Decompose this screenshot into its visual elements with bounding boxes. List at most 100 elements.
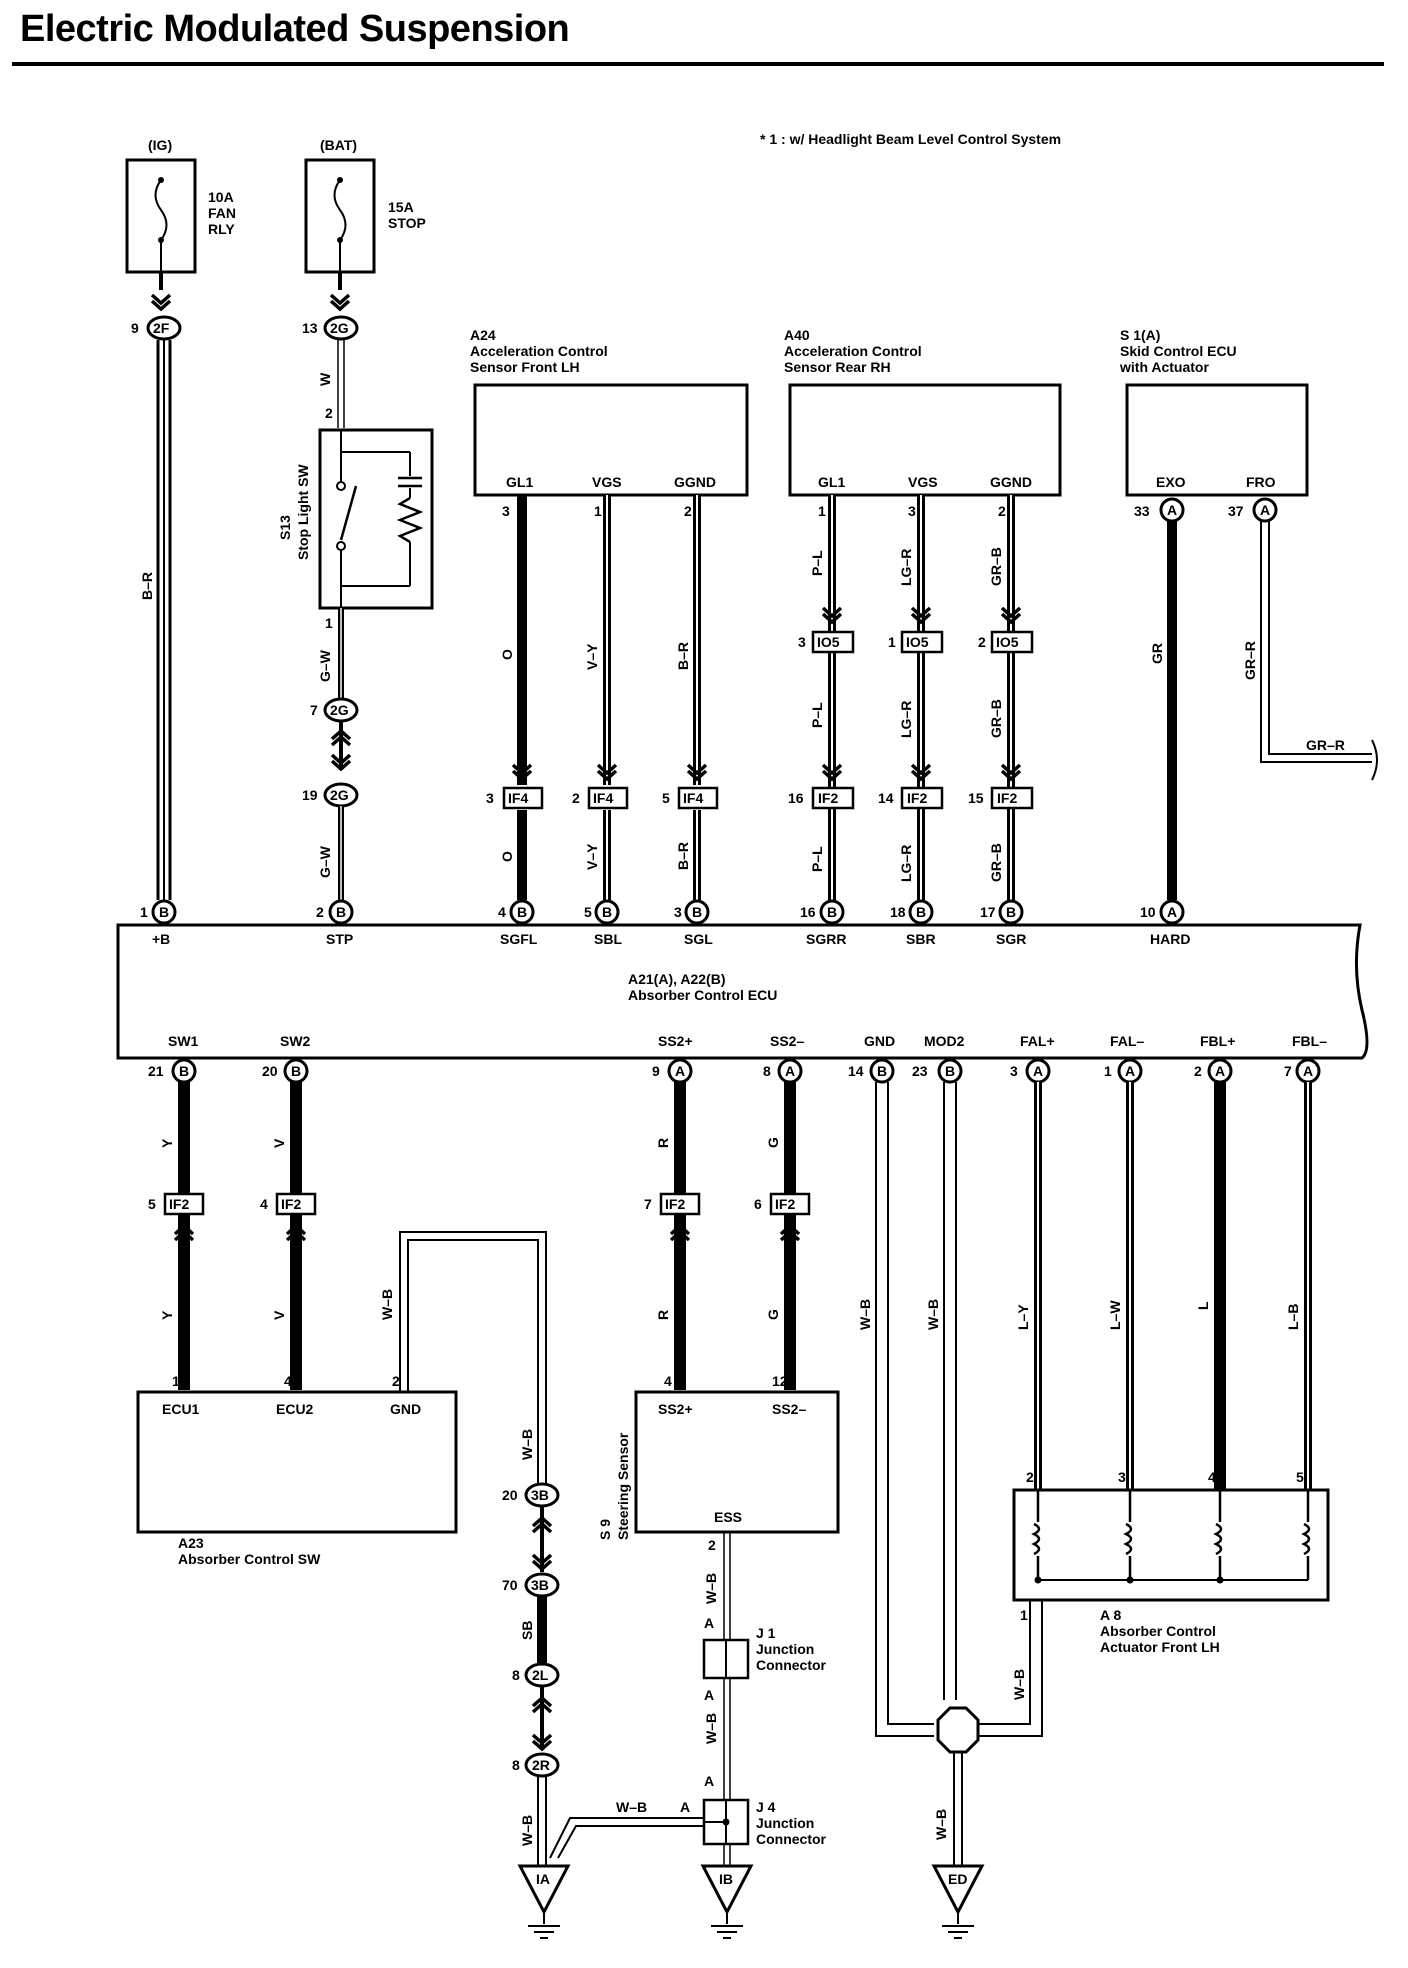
svg-text:20: 20: [262, 1063, 278, 1079]
wire-b-r: B–R: [139, 340, 172, 900]
fuse-icon: [154, 179, 168, 241]
svg-text:3: 3: [1010, 1063, 1018, 1079]
wire-gr: GR: [1149, 521, 1177, 900]
wire-gr-r: GR–R GR–R: [1242, 521, 1378, 781]
svg-text:A40: A40: [784, 327, 810, 343]
svg-text:ESS: ESS: [714, 1509, 742, 1525]
svg-text:SS2+: SS2+: [658, 1401, 693, 1417]
svg-text:3B: 3B: [531, 1577, 549, 1593]
svg-text:1: 1: [888, 634, 896, 650]
svg-text:IF4: IF4: [508, 790, 528, 806]
wire-o: O O: [499, 495, 533, 900]
svg-text:3B: 3B: [531, 1487, 549, 1503]
svg-text:J 4: J 4: [756, 1799, 776, 1815]
svg-text:FRO: FRO: [1246, 474, 1276, 490]
svg-text:IF2: IF2: [775, 1196, 795, 1212]
svg-text:Y: Y: [159, 1310, 175, 1320]
svg-text:2: 2: [684, 503, 692, 519]
svg-text:Junction: Junction: [756, 1815, 814, 1831]
svg-text:4: 4: [1208, 1469, 1216, 1485]
svg-text:+B: +B: [152, 931, 170, 947]
svg-text:2: 2: [392, 1373, 400, 1389]
svg-text:V–Y: V–Y: [584, 643, 600, 670]
svg-text:IF2: IF2: [818, 790, 838, 806]
ground-ia-icon: IA: [517, 1864, 571, 1939]
svg-text:A: A: [704, 1773, 714, 1789]
component-a8: 2 3 4 5 1 A 8 Absorber Control Actuator …: [1012, 1469, 1330, 1655]
svg-text:A: A: [1033, 1063, 1043, 1079]
svg-text:37: 37: [1228, 503, 1244, 519]
svg-text:8: 8: [763, 1063, 771, 1079]
svg-text:IO5: IO5: [996, 634, 1019, 650]
svg-text:9: 9: [131, 320, 139, 336]
svg-text:70: 70: [502, 1577, 518, 1593]
wire-v: V V: [271, 1082, 307, 1390]
component-s1: S 1(A) Skid Control ECU with Actuator EX…: [1119, 327, 1309, 523]
svg-text:3: 3: [502, 503, 510, 519]
svg-text:A: A: [680, 1799, 690, 1815]
svg-text:3: 3: [486, 790, 494, 806]
svg-text:1: 1: [594, 503, 602, 519]
wire-w-b-a23-ground: W–B W–B: [379, 1231, 547, 1484]
s9-code: S 9: [597, 1519, 613, 1540]
svg-text:W–B: W–B: [519, 1815, 535, 1846]
svg-text:IO5: IO5: [906, 634, 929, 650]
svg-text:A: A: [675, 1063, 685, 1079]
svg-text:V: V: [271, 1310, 287, 1320]
svg-text:B: B: [602, 904, 612, 920]
svg-text:FBL–: FBL–: [1292, 1033, 1327, 1049]
svg-text:W–B: W–B: [857, 1299, 873, 1330]
svg-text:B: B: [291, 1063, 301, 1079]
junction-2r: 8 2R: [512, 1752, 560, 1778]
wire-r: R R: [655, 1082, 691, 1390]
svg-text:LG–R: LG–R: [898, 701, 914, 738]
svg-text:A: A: [1167, 502, 1177, 518]
svg-text:2: 2: [572, 790, 580, 806]
svg-text:IA: IA: [536, 1871, 550, 1887]
svg-text:A: A: [1260, 502, 1270, 518]
svg-text:SBR: SBR: [906, 931, 936, 947]
svg-text:Skid Control ECU: Skid Control ECU: [1120, 343, 1237, 359]
wire-p-l: P–L P–L P–L: [809, 495, 843, 900]
svg-text:3: 3: [798, 634, 806, 650]
svg-text:W–B: W–B: [703, 1713, 719, 1744]
svg-text:L–B: L–B: [1285, 1304, 1301, 1330]
svg-text:GGND: GGND: [674, 474, 716, 490]
svg-text:A 8: A 8: [1100, 1607, 1121, 1623]
svg-text:5: 5: [584, 904, 592, 920]
title-divider: [12, 62, 1384, 66]
svg-text:S 1(A): S 1(A): [1120, 327, 1160, 343]
svg-text:A: A: [1167, 904, 1177, 920]
svg-text:2: 2: [316, 904, 324, 920]
svg-text:P–L: P–L: [809, 702, 825, 728]
ground-ib-icon: IB: [700, 1864, 754, 1939]
svg-text:5: 5: [662, 790, 670, 806]
svg-text:SGR: SGR: [996, 931, 1026, 947]
fuse-amp: 10A: [208, 189, 234, 205]
fuse-amp: 15A: [388, 199, 414, 215]
svg-text:SW2: SW2: [280, 1033, 311, 1049]
junction-2l: 8 2L: [512, 1662, 560, 1688]
fuse-source-label: (IG): [148, 137, 172, 153]
svg-text:4: 4: [284, 1373, 292, 1389]
ground-splice-icon: [936, 1706, 980, 1754]
a23-code: A23: [178, 1535, 204, 1551]
component-a23: 1 4 2 ECU1 ECU2 GND A23 Absorber Control…: [136, 1373, 458, 1567]
svg-text:W: W: [317, 372, 333, 386]
svg-text:W–B: W–B: [379, 1289, 395, 1320]
svg-text:FBL+: FBL+: [1200, 1033, 1235, 1049]
svg-text:GR–R: GR–R: [1306, 737, 1345, 753]
svg-text:IF2: IF2: [169, 1196, 189, 1212]
svg-text:Absorber Control: Absorber Control: [1100, 1623, 1216, 1639]
svg-text:L–W: L–W: [1107, 1300, 1123, 1330]
svg-text:2F: 2F: [153, 320, 170, 336]
svg-text:R: R: [655, 1310, 671, 1320]
svg-text:SGFL: SGFL: [500, 931, 538, 947]
svg-text:4: 4: [664, 1373, 672, 1389]
svg-text:ED: ED: [948, 1871, 967, 1887]
svg-text:VGS: VGS: [592, 474, 622, 490]
svg-text:9: 9: [652, 1063, 660, 1079]
